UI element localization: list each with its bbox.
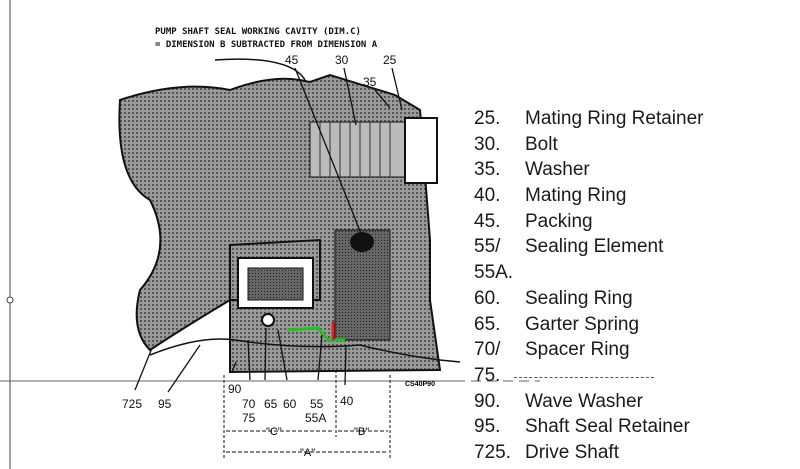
- garter-spring: [261, 313, 275, 327]
- legend-label: Wave Washer: [525, 390, 643, 412]
- green-highlight: [286, 326, 345, 342]
- callout-40: 40: [340, 394, 354, 408]
- dimension-a: "A": [300, 447, 315, 459]
- callout-60: 60: [283, 397, 297, 411]
- legend-number: 725.: [474, 441, 511, 463]
- legend-label: Packing: [525, 210, 593, 232]
- dimension-c: "C": [266, 426, 282, 438]
- legend-label: Mating Ring Retainer: [525, 108, 704, 129]
- legend-number: 90.: [474, 390, 501, 412]
- callout-90: 90: [228, 382, 242, 396]
- legend-number: 30.: [474, 133, 501, 155]
- legend-number: 75.: [474, 364, 501, 386]
- legend-label: Bolt: [525, 133, 558, 155]
- legend-label: Garter Spring: [525, 313, 640, 335]
- callout-75: 75: [242, 411, 256, 425]
- legend-number: 55/: [474, 236, 501, 258]
- drive-shaft-outline: [149, 338, 461, 363]
- callout-35: 35: [363, 75, 377, 89]
- housing-outline: [214, 58, 306, 81]
- title-line-1: PUMP SHAFT SEAL WORKING CAVITY (DIM.C): [155, 27, 361, 37]
- bolt: [309, 121, 406, 178]
- legend-number: 55A.: [474, 262, 514, 284]
- pump-housing: [118, 73, 442, 374]
- bolt-head: [404, 117, 438, 184]
- legend-label: Sealing Element: [525, 236, 664, 258]
- legend-number: 40.: [474, 185, 501, 207]
- callout-95: 95: [158, 397, 172, 411]
- legend-number: 60.: [474, 287, 501, 309]
- packing: [350, 232, 374, 252]
- callout-55: 55: [310, 397, 324, 411]
- legend-number: 45.: [474, 210, 501, 232]
- title-line-2: = DIMENSION B SUBTRACTED FROM DIMENSION …: [155, 40, 378, 50]
- sealing-element: [247, 267, 304, 301]
- legend-number: 35.: [474, 159, 501, 181]
- callout-725: 725: [122, 397, 142, 411]
- callout-25: 25: [383, 53, 397, 67]
- legend-number: 95.: [474, 416, 501, 438]
- legend-label: Shaft Seal Retainer: [525, 416, 690, 438]
- legend-label: Drive Shaft: [525, 441, 619, 463]
- callout-45: 45: [285, 53, 299, 67]
- dimension-b: "B": [354, 426, 369, 438]
- margin-marker: [6, 296, 14, 304]
- legend-label: Spacer Ring: [525, 339, 630, 361]
- legend-number: 70/: [474, 339, 501, 361]
- legend-number: 25.: [474, 108, 501, 129]
- callout-65: 65: [264, 397, 278, 411]
- callout-70: 70: [242, 397, 256, 411]
- figure-code: CS40P90: [405, 381, 435, 388]
- dimension-extension-lines: [223, 370, 391, 460]
- legend-label: Mating Ring: [525, 185, 627, 207]
- leader-lines: [134, 67, 403, 393]
- dimension-lines: [226, 430, 388, 453]
- legend-label: Sealing Ring: [525, 287, 633, 309]
- legend-label: Washer: [525, 159, 590, 181]
- legend-number: 65.: [474, 313, 501, 335]
- callout-30: 30: [335, 53, 349, 67]
- callout-55a: 55A: [305, 411, 326, 425]
- legend-dash-line: [514, 376, 654, 378]
